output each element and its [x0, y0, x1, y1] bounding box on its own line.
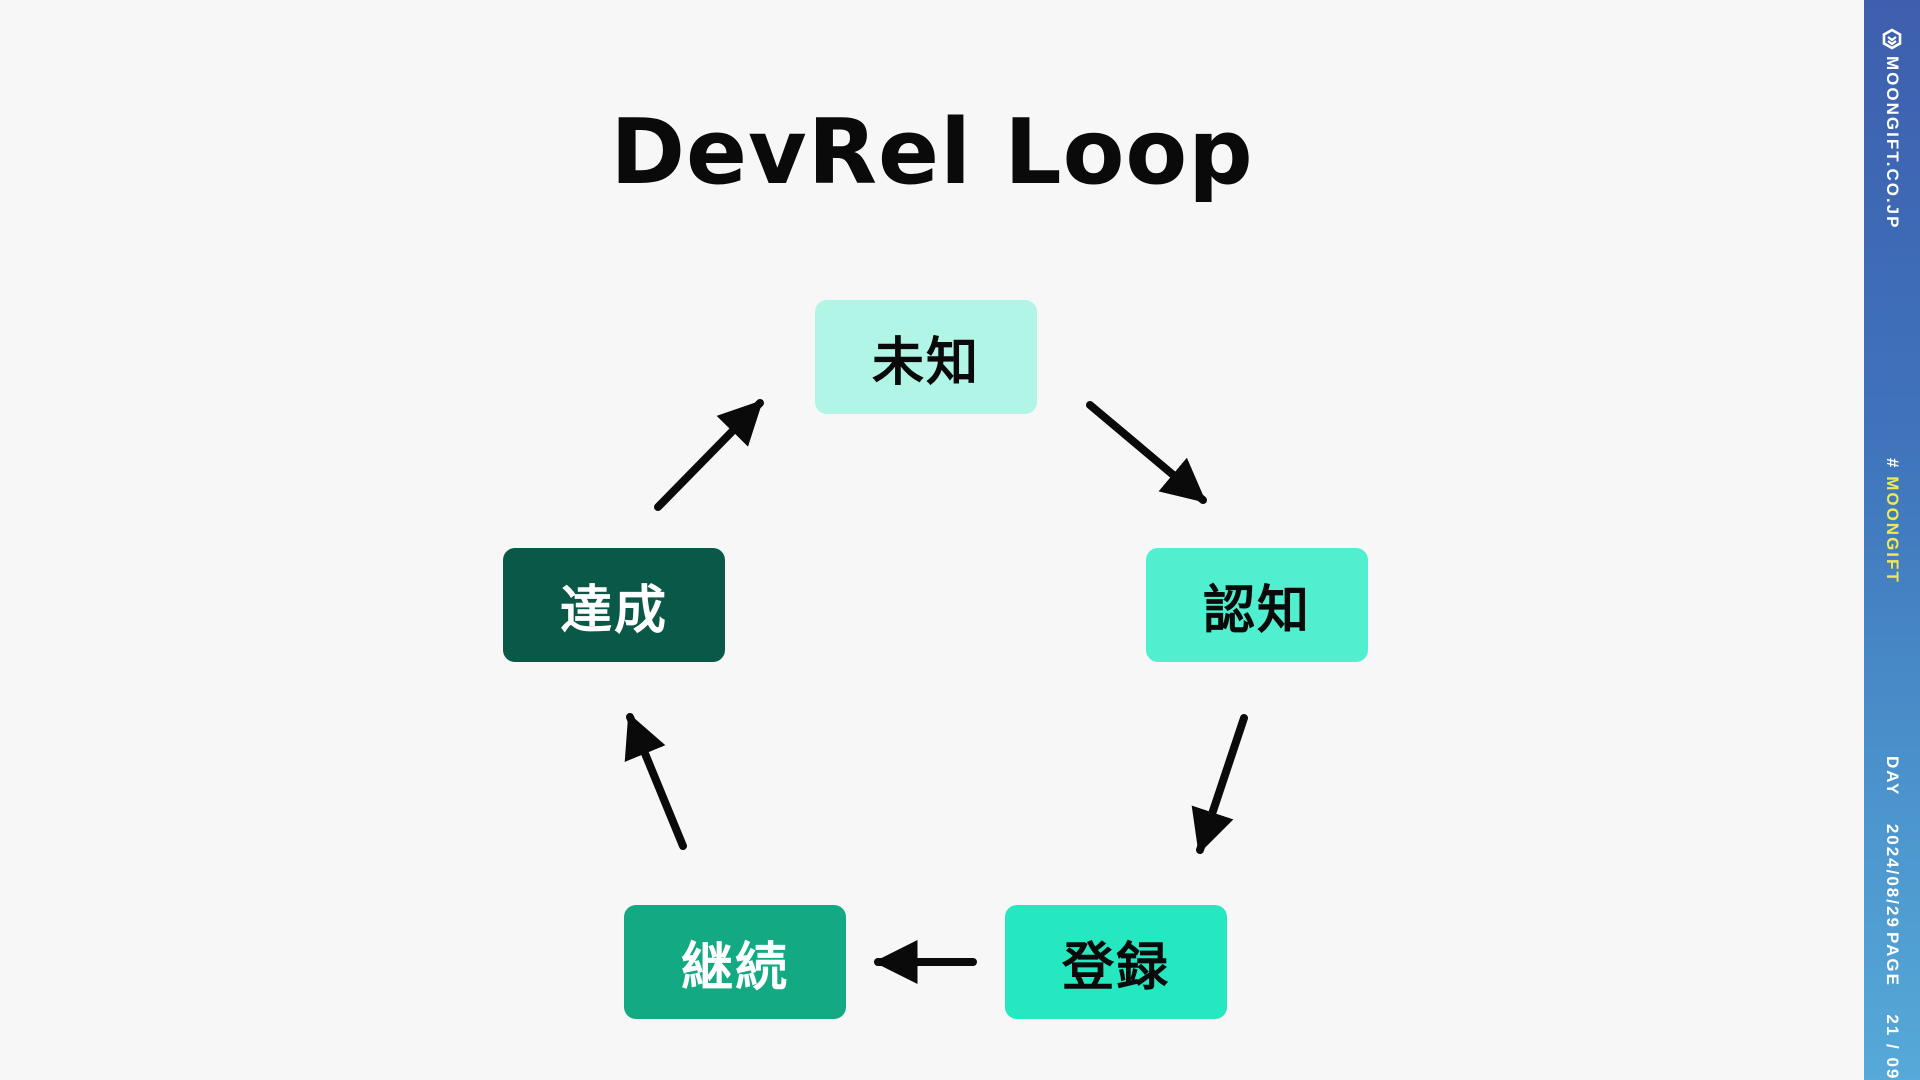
arrow-ninchi-to-touroku: [1191, 714, 1248, 855]
hashtag-text: MOONGIFT: [1883, 476, 1902, 584]
moongift-logo-icon: [1882, 28, 1902, 50]
page-label: PAGE: [1883, 932, 1902, 987]
node-michi: 未知: [815, 300, 1037, 414]
node-tassei: 達成: [503, 548, 725, 662]
hashtag-mark: #: [1883, 458, 1902, 470]
node-tassei-label: 達成: [559, 580, 668, 641]
sidebar: MOONGIFT.CO.JP # MOONGIFT DAY 2024/08/29…: [1864, 0, 1920, 1080]
node-michi-label: 未知: [871, 332, 980, 393]
day-info: DAY 2024/08/29: [1882, 756, 1902, 929]
loop-arrows: [624, 399, 1248, 984]
arrow-tassei-to-michi: [654, 399, 764, 511]
arrow-keizoku-to-tassei: [624, 712, 687, 850]
brand-text: MOONGIFT.CO.JP: [1883, 56, 1902, 230]
node-ninchi-label: 認知: [1202, 580, 1311, 641]
node-touroku: 登録: [1005, 905, 1227, 1019]
day-label: DAY: [1883, 756, 1902, 797]
slide-title: DevRel Loop: [610, 100, 1254, 205]
page-info: PAGE 21 / 09: [1882, 932, 1902, 1080]
node-touroku-label: 登録: [1061, 937, 1170, 998]
hashtag: # MOONGIFT: [1882, 458, 1902, 584]
node-keizoku: 継続: [624, 905, 846, 1019]
node-keizoku-label: 継続: [680, 937, 789, 998]
brand-block: MOONGIFT.CO.JP: [1881, 28, 1903, 229]
page-value: 21 / 09: [1883, 1014, 1902, 1080]
day-value: 2024/08/29: [1883, 823, 1902, 929]
arrow-michi-to-ninchi: [1086, 401, 1207, 504]
node-ninchi: 認知: [1146, 548, 1368, 662]
